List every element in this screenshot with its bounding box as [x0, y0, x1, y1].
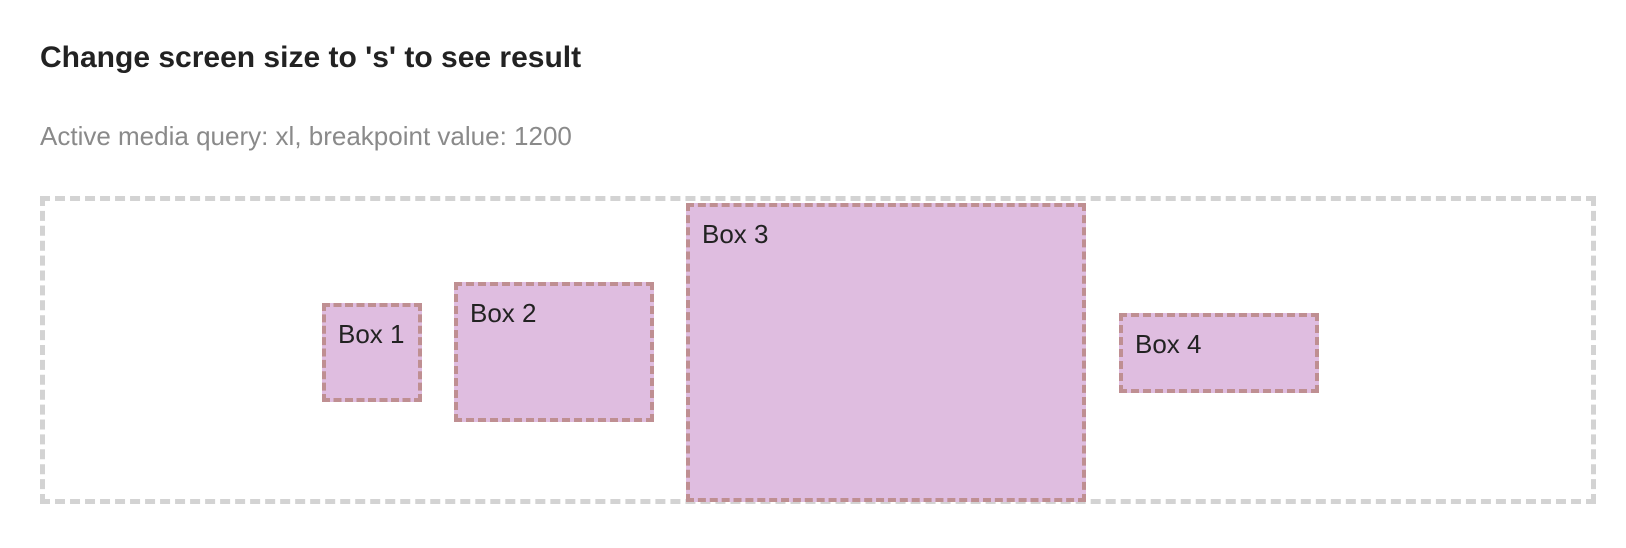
box-2-label: Box 2: [470, 298, 537, 328]
box-3: Box 3: [686, 203, 1086, 502]
box-1-label: Box 1: [338, 319, 405, 349]
flex-container: Box 1 Box 2 Box 3 Box 4: [40, 196, 1596, 504]
box-3-label: Box 3: [702, 219, 769, 249]
media-query-status: Active media query: xl, breakpoint value…: [40, 121, 572, 151]
box-1: Box 1: [322, 303, 422, 402]
page-title: Change screen size to 's' to see result: [40, 41, 582, 74]
box-4: Box 4: [1119, 313, 1319, 393]
box-2: Box 2: [454, 282, 654, 422]
box-4-label: Box 4: [1135, 329, 1202, 359]
